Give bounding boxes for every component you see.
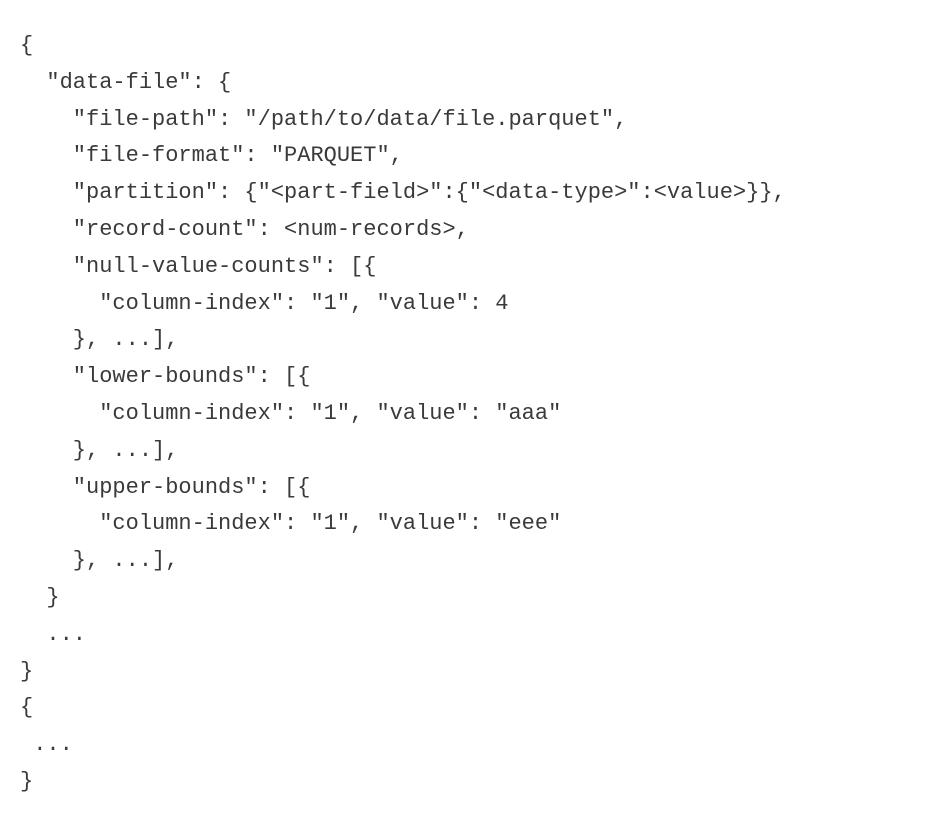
code-line-19: { bbox=[20, 695, 34, 721]
code-line-21: } bbox=[20, 768, 34, 794]
code-line-2: "data-file": { bbox=[20, 69, 232, 95]
code-line-6: "record-count": <num-records>, bbox=[20, 216, 469, 242]
code-line-4: "file-format": "PARQUET", bbox=[20, 143, 403, 169]
code-line-7: "null-value-counts": [{ bbox=[20, 253, 377, 279]
code-line-14: "column-index": "1", "value": "eee" bbox=[20, 511, 562, 537]
code-line-9: }, ...], bbox=[20, 327, 179, 353]
code-line-11: "column-index": "1", "value": "aaa" bbox=[20, 400, 562, 426]
code-line-10: "lower-bounds": [{ bbox=[20, 364, 311, 390]
code-line-20: ... bbox=[20, 732, 73, 758]
code-line-16: } bbox=[20, 584, 60, 610]
code-line-1: { bbox=[20, 33, 34, 58]
json-code-block: { "data-file": { "file-path": "/path/to/… bbox=[20, 28, 786, 801]
code-line-13: "upper-bounds": [{ bbox=[20, 474, 311, 500]
code-line-3: "file-path": "/path/to/data/file.parquet… bbox=[20, 106, 628, 132]
code-line-8: "column-index": "1", "value": 4 bbox=[20, 290, 509, 316]
code-line-5: "partition": {"<part-field>":{"<data-typ… bbox=[20, 180, 786, 206]
code-line-18: } bbox=[20, 658, 34, 684]
code-line-17: ... bbox=[20, 621, 87, 647]
code-line-15: }, ...], bbox=[20, 548, 179, 574]
code-line-12: }, ...], bbox=[20, 437, 179, 463]
